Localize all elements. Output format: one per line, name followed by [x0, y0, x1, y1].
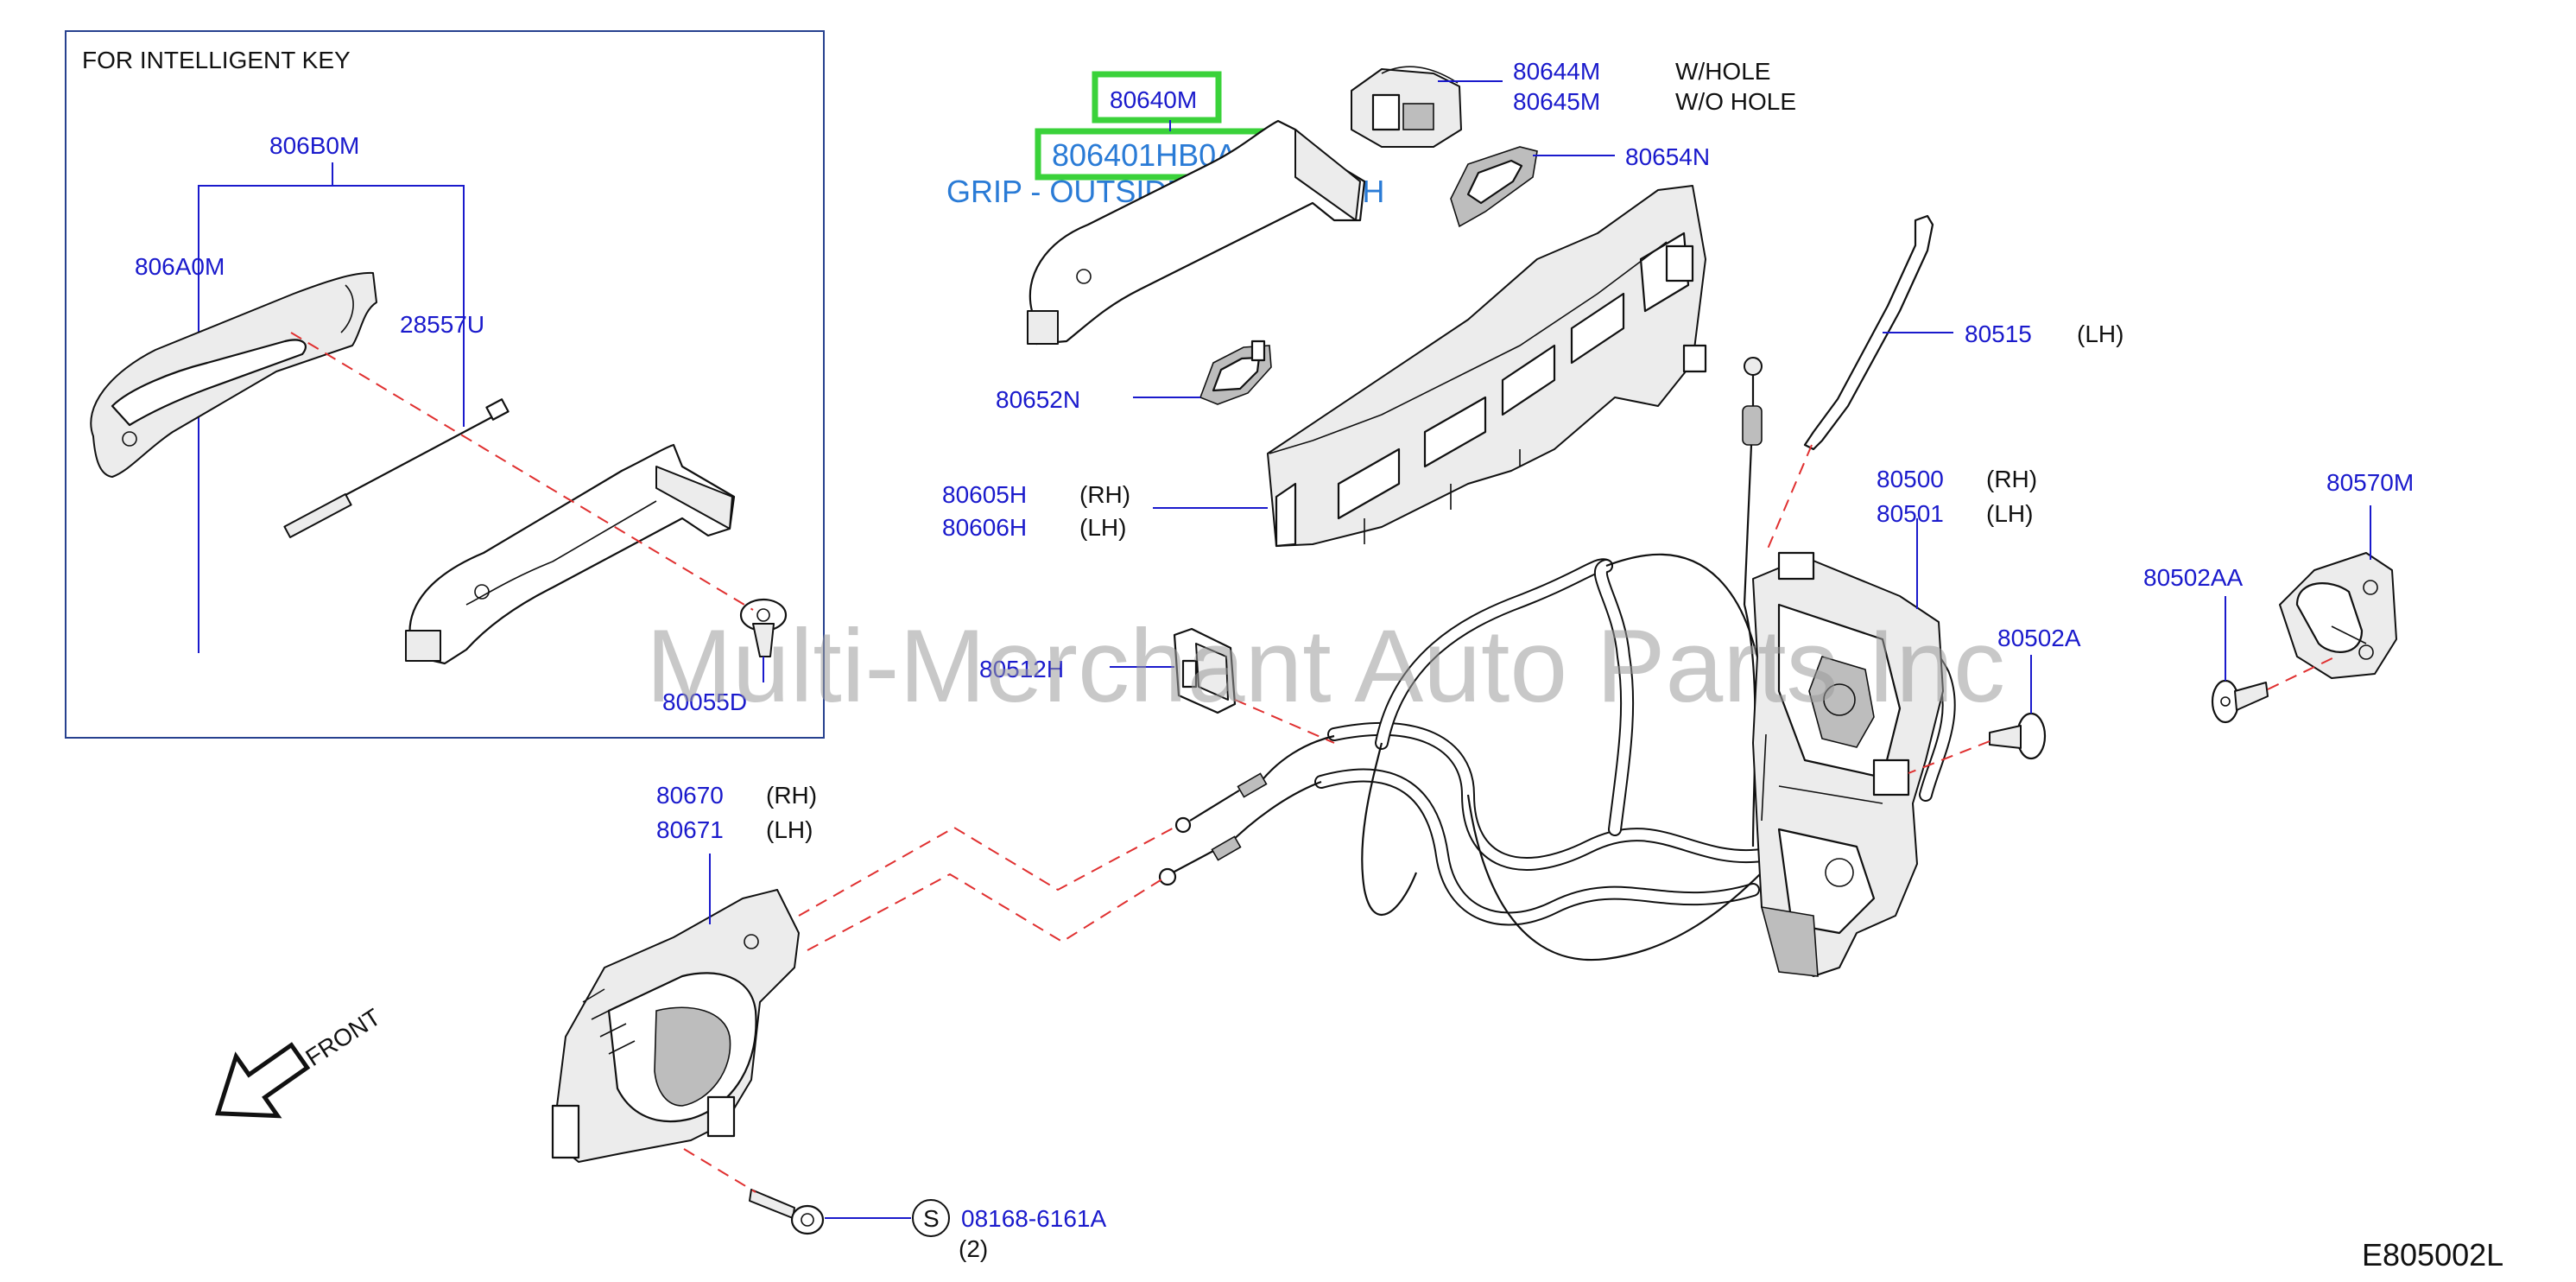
- inset-title: FOR INTELLIGENT KEY: [82, 47, 351, 73]
- label-80652N[interactable]: 80652N: [996, 386, 1080, 413]
- label-806A0M[interactable]: 806A0M: [135, 253, 225, 280]
- label-80645M[interactable]: 80645M: [1513, 88, 1600, 115]
- bolt-08168-6161A: [749, 1189, 825, 1235]
- handle-cover-806A0M: [90, 271, 377, 478]
- bracket-806B0M: [198, 185, 465, 653]
- gasket-80652N: [1199, 340, 1272, 405]
- label-80606H[interactable]: 80606H: [942, 514, 1027, 541]
- lock-actuator-80500: [1752, 551, 1944, 977]
- front-arrow-icon: [214, 1042, 311, 1119]
- front-label: FRONT: [301, 1004, 385, 1072]
- assembly-line-cable-upper: [798, 824, 1180, 917]
- screw-80502AA: [2211, 679, 2269, 724]
- screw-80502A: [1989, 712, 2047, 760]
- note-80645M: W/O HOLE: [1675, 88, 1796, 115]
- label-80671[interactable]: 80671: [656, 816, 724, 843]
- lock-rod-cable: [1742, 357, 1763, 606]
- cable-assembly: [1158, 553, 1956, 962]
- label-80654N[interactable]: 80654N: [1625, 143, 1710, 170]
- grip-outside-handle: [1027, 119, 1366, 346]
- side-80606H: (LH): [1079, 514, 1126, 541]
- bracket-80605H: [1267, 185, 1707, 548]
- label-80605H[interactable]: 80605H: [942, 481, 1027, 508]
- rod-80515: [1803, 214, 1934, 451]
- label-80502AA[interactable]: 80502AA: [2143, 564, 2244, 591]
- side-80671: (LH): [766, 816, 813, 843]
- label-80500[interactable]: 80500: [1877, 466, 1944, 492]
- watermark: Multi-Merchant Auto Parts Inc: [646, 608, 2005, 724]
- assembly-line-inset: [290, 332, 754, 611]
- label-80055D[interactable]: 80055D: [662, 689, 747, 715]
- inset-frame: [65, 30, 825, 739]
- striker-80570M: [2279, 552, 2397, 679]
- side-80670: (RH): [766, 782, 817, 809]
- note-80644M: W/HOLE: [1675, 58, 1770, 85]
- label-80501[interactable]: 80501: [1877, 500, 1944, 527]
- clip-80512H: [1173, 627, 1237, 714]
- side-80501: (LH): [1986, 500, 2033, 527]
- qty-08168-6161A: (2): [959, 1235, 988, 1262]
- highlight-80640M: [1092, 71, 1222, 124]
- bolt-symbol-circle: [912, 1199, 950, 1237]
- label-806B0M[interactable]: 806B0M: [269, 132, 359, 159]
- label-80644M[interactable]: 80644M: [1513, 58, 1600, 85]
- label-80670[interactable]: 80670: [656, 782, 724, 809]
- antenna-28557U: [283, 398, 510, 538]
- screw-80055D: [739, 598, 788, 657]
- bolt-symbol: S: [923, 1205, 940, 1232]
- label-80570M[interactable]: 80570M: [2326, 469, 2414, 496]
- handle-body-inset: [405, 443, 736, 665]
- label-80640M[interactable]: 80640M: [1110, 86, 1197, 113]
- side-80500: (RH): [1986, 466, 2037, 492]
- gasket-80654N: [1450, 146, 1538, 228]
- cover-80644M: [1351, 66, 1462, 148]
- label-28557U[interactable]: 28557U: [400, 311, 484, 338]
- label-80515[interactable]: 80515: [1965, 320, 2032, 347]
- label-80502A[interactable]: 80502A: [1997, 625, 2081, 651]
- label-80512H[interactable]: 80512H: [979, 656, 1064, 682]
- inside-handle-80670: [551, 889, 800, 1163]
- assembly-line-cable-lower: [807, 873, 1167, 951]
- label-08168-6161A[interactable]: 08168-6161A: [961, 1205, 1106, 1232]
- side-80515: (LH): [2077, 320, 2123, 347]
- side-80605H: (RH): [1079, 481, 1130, 508]
- drawing-number: E805002L: [2362, 1237, 2503, 1272]
